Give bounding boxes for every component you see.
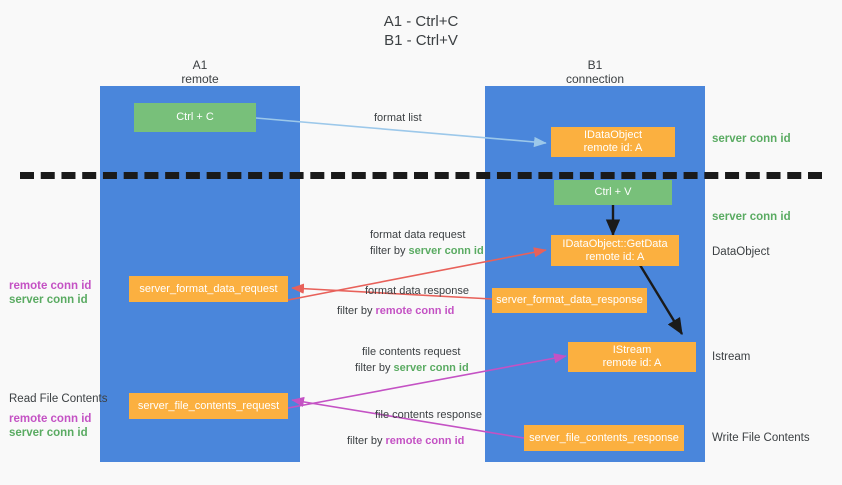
edge-label-format-data-request-filter: filter by server conn id — [370, 244, 484, 259]
node-ctrl-v-label: Ctrl + V — [594, 186, 632, 198]
column-header-a1-role: remote — [181, 72, 219, 86]
side-label-read-file-contents: Read File Contents — [9, 393, 108, 405]
node-server-format-data-request-label: server_format_data_request — [139, 282, 278, 295]
node-ctrl-c[interactable]: Ctrl + C — [134, 103, 256, 132]
side-label-write-file-contents: Write File Contents — [712, 432, 810, 444]
side-label-server-conn-id-1: server conn id — [9, 294, 88, 306]
node-idataobject-getdata[interactable]: IDataObject::GetData remote id: A — [551, 235, 679, 266]
node-server-format-data-response-label: server_format_data_response — [496, 294, 643, 306]
filter-prefix: filter by — [370, 245, 409, 257]
page-title-line1: A1 - Ctrl+C — [383, 13, 459, 30]
filter-key-remote-conn-id: remote conn id — [375, 305, 455, 317]
side-label-server-conn-id-mid: server conn id — [712, 211, 791, 223]
filter-key-server-conn-id: server conn id — [408, 245, 484, 257]
edge-label-file-contents-request-filter: filter by server conn id — [355, 361, 469, 376]
node-idataobject-line2: remote id: A — [583, 142, 643, 154]
side-label-remote-conn-id-1: remote conn id — [9, 280, 92, 292]
edge-label-file-contents-response-filter: filter by remote conn id — [347, 434, 464, 449]
edge-label-format-data-response-text: format data response — [365, 285, 469, 297]
node-idataobject-getdata-line1: IDataObject::GetData — [562, 237, 668, 250]
node-istream-line1: IStream — [612, 344, 652, 356]
page-title-line2: B1 - Ctrl+V — [384, 32, 458, 49]
column-header-a1-name: A1 — [192, 58, 208, 72]
edge-label-format-list: format list — [374, 111, 422, 126]
edge-label-format-data-request-text: format data request — [370, 229, 466, 241]
side-label-server-conn-id-2: server conn id — [9, 427, 88, 439]
edge-label-file-contents-response-line1: file contents response — [375, 408, 482, 423]
edge-label-file-contents-request-line1: file contents request — [362, 345, 460, 360]
edge-label-file-contents-request-text: file contents request — [362, 346, 461, 358]
side-label-istream: Istream — [712, 351, 751, 363]
edge-label-format-data-request-line1: format data request — [370, 228, 465, 243]
node-server-file-contents-response[interactable]: server_file_contents_response — [524, 425, 684, 451]
column-header-b1-name: B1 — [587, 58, 603, 72]
edge-label-file-contents-response-text: file contents response — [375, 409, 483, 421]
node-server-format-data-request[interactable]: server_format_data_request — [129, 276, 288, 302]
node-ctrl-c-label: Ctrl + C — [176, 111, 214, 123]
filter-prefix: filter by — [347, 435, 386, 447]
filter-key-remote-conn-id: remote conn id — [385, 435, 465, 447]
column-header-b1-role: connection — [565, 72, 625, 86]
edge-label-format-data-response-line1: format data response — [365, 284, 469, 299]
node-istream-line2: remote id: A — [602, 357, 662, 369]
node-server-file-contents-request-label: server_file_contents_request — [137, 399, 280, 412]
node-ctrl-v[interactable]: Ctrl + V — [554, 180, 672, 205]
side-label-server-conn-id-top: server conn id — [712, 133, 791, 145]
edge-label-format-data-response-filter: filter by remote conn id — [337, 304, 454, 319]
node-server-file-contents-response-label: server_file_contents_response — [529, 431, 679, 444]
node-idataobject-line1: IDataObject — [583, 129, 643, 141]
phase-divider — [20, 172, 822, 179]
node-istream[interactable]: IStream remote id: A — [568, 342, 696, 372]
side-label-dataobject: DataObject — [712, 246, 770, 258]
node-server-format-data-response[interactable]: server_format_data_response — [492, 288, 647, 313]
filter-prefix: filter by — [337, 305, 376, 317]
side-label-remote-conn-id-2: remote conn id — [9, 413, 92, 425]
filter-key-server-conn-id: server conn id — [393, 362, 469, 374]
filter-prefix: filter by — [355, 362, 394, 374]
edge-label-format-list-text: format list — [374, 112, 422, 124]
node-idataobject-getdata-line2: remote id: A — [585, 250, 645, 263]
node-server-file-contents-request[interactable]: server_file_contents_request — [129, 393, 288, 419]
node-idataobject[interactable]: IDataObject remote id: A — [551, 127, 675, 157]
